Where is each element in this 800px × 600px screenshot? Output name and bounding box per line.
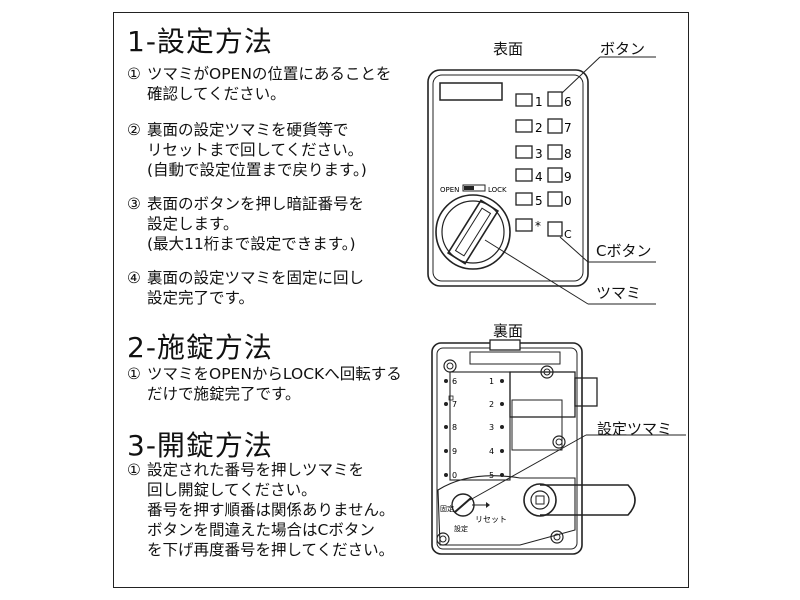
step-1-1-num: ① <box>127 65 141 83</box>
back-number-right-0: 1 <box>489 377 494 386</box>
front-title: 表面 <box>493 40 524 58</box>
step-3-1-num: ① <box>127 461 141 479</box>
front-key-label-left-2: 3 <box>535 147 543 161</box>
step-3-1-text: 設定された番号を押しツマミを 回し開錠してください。 番号を押す順番は関係ありま… <box>147 461 395 559</box>
step-2-1-text: ツマミをOPENからLOCKへ回転する だけで施錠完了です。 <box>147 365 402 403</box>
diagram-frame <box>113 12 689 588</box>
setting-knob-callout-label: 設定ツマミ <box>597 420 673 438</box>
front-keys-right <box>547 91 563 237</box>
back-number-left-2: 8 <box>452 423 457 432</box>
knob-callout-label: ツマミ <box>596 284 642 302</box>
step-1-3-num: ③ <box>127 195 141 213</box>
back-number-right-2: 3 <box>489 423 494 432</box>
step-1-2-text: 裏面の設定ツマミを硬貨等で リセットまで回してください。 (自動で設定位置まで戻… <box>147 121 367 179</box>
section-1-heading: 1-設定方法 <box>127 25 273 58</box>
back-number-left-4: 0 <box>452 471 457 480</box>
front-knob <box>435 194 511 270</box>
step-1-2-num: ② <box>127 121 141 139</box>
step-1-4-num: ④ <box>127 269 141 287</box>
section-3-heading: 3-開錠方法 <box>127 429 273 462</box>
back-screw <box>550 530 564 544</box>
c-button-callout-label: Cボタン <box>596 242 652 260</box>
back-screw <box>436 532 450 546</box>
back-screw <box>540 365 554 379</box>
step-1-3-text: 表面のボタンを押し暗証番号を 設定します。 (最大11桁まで設定できます。) <box>147 195 365 253</box>
back-title: 裏面 <box>493 322 524 340</box>
back-number-left-0: 6 <box>452 377 457 386</box>
reset-label: リセット <box>475 515 507 524</box>
back-number-right-1: 2 <box>489 400 494 409</box>
front-key-label-left-5: * <box>535 219 541 233</box>
button-callout-label: ボタン <box>600 40 646 58</box>
back-setting-knob <box>451 493 490 517</box>
step-1-4-text: 裏面の設定ツマミを固定に回し 設定完了です。 <box>147 269 365 307</box>
back-number-right-3: 4 <box>489 447 494 456</box>
step-1-1-text: ツマミがOPENの位置にあることを 確認してください。 <box>147 65 392 103</box>
front-key-label-right-3: 9 <box>564 170 572 184</box>
front-key-label-right-4: 0 <box>564 194 572 208</box>
front-key-label-right-2: 8 <box>564 147 572 161</box>
front-key-label-left-4: 5 <box>535 194 543 208</box>
front-key-label-right-5: C <box>564 228 572 241</box>
back-number-left-3: 9 <box>452 447 457 456</box>
open-label: OPEN <box>440 186 459 194</box>
front-key-label-right-0: 6 <box>564 95 572 109</box>
front-key-label-left-1: 2 <box>535 121 543 135</box>
fix-label: 固定 <box>440 504 454 513</box>
back-number-left-1: 7 <box>452 400 457 409</box>
front-key-label-left-0: 1 <box>535 95 543 109</box>
set-label: 設定 <box>454 524 468 533</box>
front-key-label-left-3: 4 <box>535 170 543 184</box>
back-screw <box>552 435 566 449</box>
lock-label: LOCK <box>488 186 507 194</box>
front-keys-left <box>515 93 533 232</box>
back-screw <box>443 359 457 373</box>
section-2-heading: 2-施錠方法 <box>127 331 273 364</box>
step-2-1-num: ① <box>127 365 141 383</box>
front-key-label-right-1: 7 <box>564 121 572 135</box>
